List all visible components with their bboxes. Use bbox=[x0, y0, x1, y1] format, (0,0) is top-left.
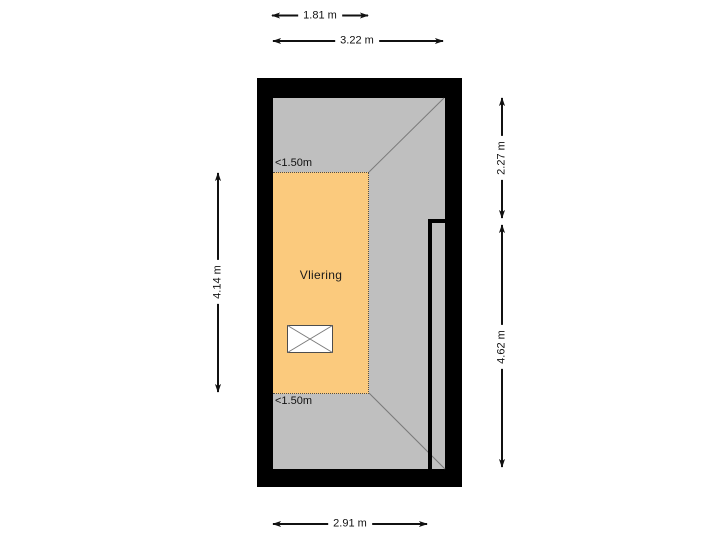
dimension-label-left: 4.14 m bbox=[210, 260, 226, 304]
height-limit-label-bottom: <1.50m bbox=[275, 395, 312, 407]
inner-wall-vertical bbox=[428, 219, 432, 469]
dimension-label-right-lower: 4.62 m bbox=[494, 325, 510, 369]
dimension-label-right-upper: 2.27 m bbox=[494, 136, 510, 180]
dimension-label-top-inner: 1.81 m bbox=[298, 8, 342, 24]
inner-wall-horizontal bbox=[428, 219, 445, 223]
height-limit-label-top: <1.50m bbox=[275, 157, 312, 169]
room-label: Vliering bbox=[299, 268, 343, 282]
loft-area bbox=[273, 172, 369, 394]
dimension-label-bottom: 2.91 m bbox=[328, 516, 372, 532]
dimension-label-top-full: 3.22 m bbox=[335, 33, 379, 49]
